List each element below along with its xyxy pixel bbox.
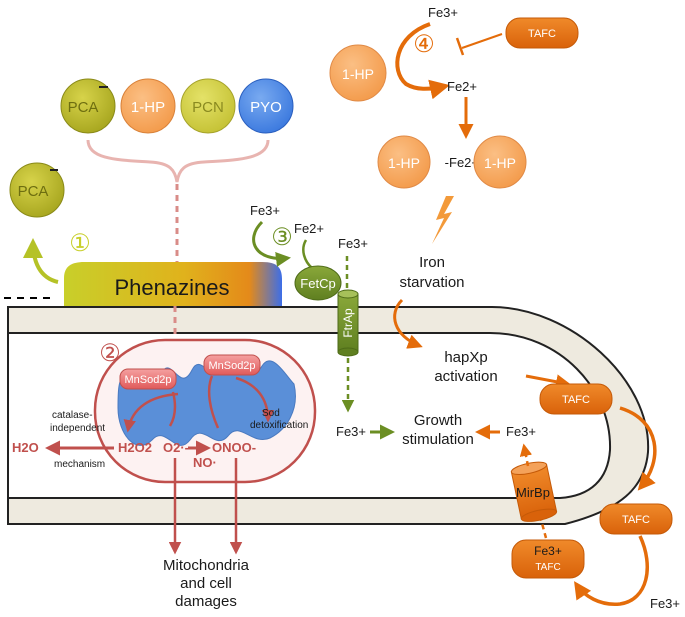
tafc-label-3: TAFC <box>535 562 560 573</box>
pyo-label: PYO <box>250 99 282 116</box>
complex-hp-right <box>473 135 527 189</box>
fe3-top-label: Fe3+ <box>428 5 458 20</box>
hp-reducer-label: 1-HP <box>342 66 374 82</box>
step-3-marker: ③ <box>271 224 293 251</box>
complex-hp-left <box>377 135 431 189</box>
tafc-box-2 <box>599 503 673 535</box>
released-pca-label: PCA <box>18 183 49 200</box>
sod-curve-1 <box>128 391 179 430</box>
fe2-top-label: Fe2+ <box>447 79 477 94</box>
pca-export-arrow <box>23 238 59 284</box>
hp-label: 1-HP <box>131 99 165 116</box>
ftrap-transporter: FtrAp <box>337 289 359 357</box>
catalase-line1: catalase- <box>52 410 93 421</box>
pca-circle <box>60 78 116 134</box>
mirbp-label: MirBp <box>516 485 550 500</box>
tafc-box-1 <box>539 383 613 415</box>
fe3-growth-label: Fe3+ <box>506 424 536 439</box>
hapxp-line2: activation <box>434 368 497 385</box>
sod-curve-2 <box>207 375 268 428</box>
tafc-secretion-arrow <box>619 406 657 491</box>
fetcp-protein <box>294 265 342 301</box>
pcn-label: PCN <box>192 99 224 116</box>
hp-circle <box>120 78 176 134</box>
fe3-tafc-label: Fe3+ <box>534 544 562 558</box>
fe3-out-label: Fe3+ <box>338 236 368 251</box>
pyo-circle <box>238 78 294 134</box>
hapxp-line1: hapXp <box>444 349 487 366</box>
growth-line1: Growth <box>414 412 462 429</box>
onoo-label: ONOO- <box>212 440 256 455</box>
tafc-top-label: TAFC <box>528 28 556 40</box>
phenazines-bar <box>64 262 282 306</box>
no-label: NO· <box>193 455 217 470</box>
fe3-cytoplasm-label: Fe3+ <box>336 424 366 439</box>
lightning-bolt <box>432 196 454 244</box>
catalase-line2: independent <box>50 423 105 434</box>
reduction-arrow <box>252 220 291 267</box>
phenazines-bar-label: Phenazines <box>115 275 230 300</box>
step-1-marker: ① <box>69 230 91 257</box>
tafc-label-2: TAFC <box>622 514 650 526</box>
tafc-inhibition-bar <box>455 37 465 56</box>
phenazine-circles: PCA 1-HP PCN PYO <box>60 78 294 262</box>
mnsod2p-label-1: MnSod2p <box>124 374 171 386</box>
damage-line2: and cell <box>180 575 232 592</box>
pca-label: PCA <box>68 99 99 116</box>
o2-label: O2·- <box>163 440 189 455</box>
iron-starvation-line2: starvation <box>399 274 464 291</box>
fetcp-label: FetCp <box>300 276 335 291</box>
tafc-loading-arrow <box>574 535 649 606</box>
h2o2-label: H2O2 <box>118 440 152 455</box>
starvation-to-hapx-arrow <box>393 298 423 349</box>
fe3-outside-label: Fe3+ <box>650 596 680 611</box>
hapx-to-tafc-arrow <box>525 374 571 390</box>
complex-hp-left-label: 1-HP <box>388 155 420 171</box>
released-pca-circle <box>9 162 65 218</box>
h2o-label: H2O <box>12 440 39 455</box>
step-2-marker: ② <box>99 340 121 367</box>
mitochondrion: ② MnSod2p MnSod2p Sod detoxification H2O… <box>93 338 317 484</box>
sod-detox-line2: detoxification <box>250 420 308 431</box>
mirbp-to-fe3-dash <box>519 443 533 467</box>
growth-line2: stimulation <box>402 431 474 448</box>
damage-line3: damages <box>175 593 237 610</box>
phenazine-brace <box>86 139 270 183</box>
complex-hp-right-label: 1-HP <box>484 155 516 171</box>
sod-detox-line1: Sod <box>262 408 280 419</box>
pcn-circle <box>180 78 236 134</box>
tafc-label-1: TAFC <box>562 394 590 406</box>
tafc-box-3 <box>511 539 585 579</box>
complex-fe2-label: -Fe2+- <box>445 155 484 170</box>
tafc-inhibition-line <box>461 33 503 49</box>
mnsod2p-box-2 <box>203 354 261 376</box>
fe2-label: Fe2+ <box>294 221 324 236</box>
ftrap-label: FtrAp <box>341 308 355 338</box>
iron-starvation-line1: Iron <box>419 254 445 271</box>
damage-line1: Mitochondria <box>163 557 250 574</box>
mnsod2p-box-1 <box>119 368 177 390</box>
mirbp-transporter <box>510 461 558 522</box>
fe2-to-fetcp <box>302 239 313 269</box>
mechanism-label: mechanism <box>54 459 105 470</box>
fe3-to-fe2-curve <box>395 22 450 100</box>
fe3-in-label: Fe3+ <box>250 203 280 218</box>
step-4-marker: ④ <box>413 31 435 58</box>
tafc-top-box <box>505 17 579 49</box>
mnsod2p-label-2: MnSod2p <box>208 360 255 372</box>
hp-reducer-circle <box>329 44 387 102</box>
